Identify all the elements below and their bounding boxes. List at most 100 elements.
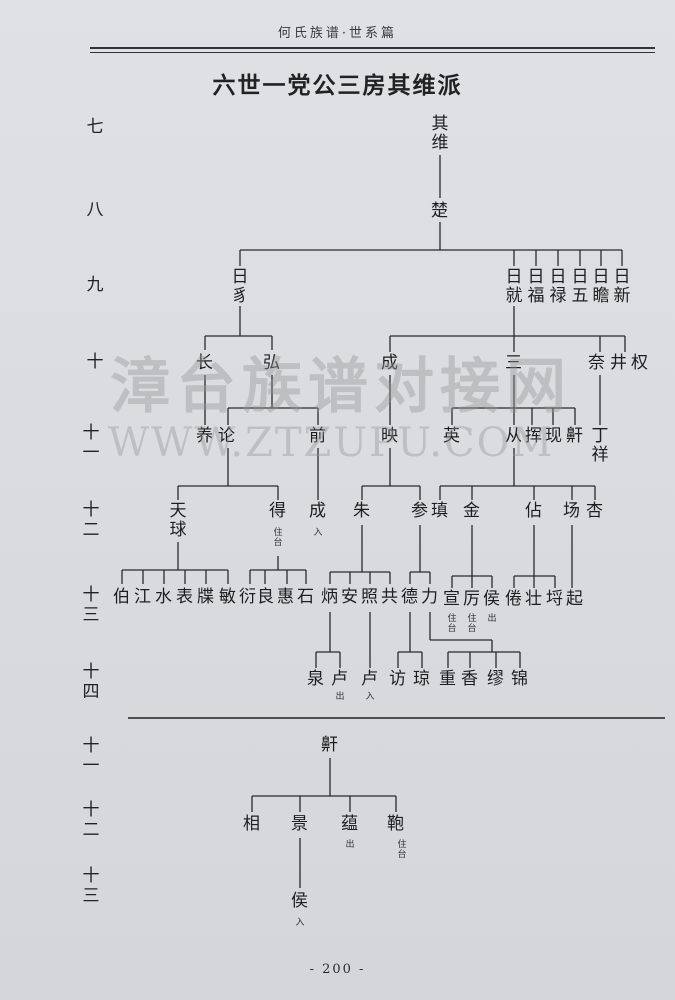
person-g13: 水 [155, 587, 172, 607]
person-rijiu: 日就 [505, 267, 523, 306]
person-xian: 现 [545, 426, 562, 446]
person-hong: 弘 [263, 353, 280, 373]
person-tian: 瑱 [431, 501, 448, 521]
person-yang: 养 [196, 426, 213, 446]
person-g14: 琼 [413, 669, 430, 689]
person-g13: 德 [401, 587, 418, 607]
person-g13: 敏 [219, 587, 236, 607]
note-moved-out: 出 [335, 692, 345, 702]
generation-label: 十 [86, 352, 104, 372]
person-g14: 缪 [487, 669, 504, 689]
generation-label: 九 [86, 275, 104, 295]
person-g14: 卢 [361, 669, 378, 689]
person-zhu: 朱 [353, 501, 370, 521]
person-rizhi: 日豸 [231, 267, 249, 306]
header-rule-thin [90, 52, 655, 53]
note-residence: 住台 [273, 528, 283, 548]
person-g13: 侯 [483, 589, 500, 609]
person-hou2: 侯 [291, 891, 308, 911]
note-residence: 住台 [447, 614, 457, 634]
person-cong: 从 [505, 426, 522, 446]
page-title: 六世一党公三房其维派 [212, 73, 463, 99]
person-g13: 伯 [113, 587, 130, 607]
person-rizhan: 日瞻 [592, 267, 610, 306]
note-adopted-in: 入 [313, 528, 323, 538]
generation-label: 七 [86, 117, 104, 137]
person-nai: 奈 [588, 353, 605, 373]
person-rixin: 日新 [613, 267, 631, 306]
person-g13: 壮 [525, 589, 542, 609]
person-g14: 访 [389, 669, 406, 689]
person-jing: 井 [610, 353, 627, 373]
person-qiwei: 其维 [431, 114, 449, 153]
person-g13: 惠 [277, 587, 294, 607]
person-xing: 杏 [586, 501, 603, 521]
person-ying2: 英 [443, 426, 460, 446]
person-dingxiang: 丁祥 [591, 426, 609, 465]
generation-label: 十三 [82, 585, 100, 625]
person-tianqiu: 天球 [169, 501, 187, 540]
note-moved-out: 出 [345, 840, 355, 850]
person-han-root: 鼾 [321, 735, 338, 755]
watermark-text: 漳台族谱对接网 [110, 352, 572, 422]
person-g13: 起 [566, 589, 583, 609]
person-lun: 论 [218, 426, 235, 446]
person-quan: 权 [631, 353, 648, 373]
person-g13: 厉 [463, 589, 480, 609]
person-han: 鼾 [566, 426, 583, 446]
person-g13: 力 [421, 587, 438, 607]
person-g13: 安 [341, 587, 358, 607]
person-chang: 长 [196, 353, 213, 373]
person-rilu: 日禄 [549, 267, 567, 306]
running-head: 何氏族谱·世系篇 [277, 26, 398, 41]
person-g13: 衍 [239, 587, 256, 607]
note-adopted-in: 入 [365, 692, 375, 702]
page-number: - 200 - [309, 962, 366, 977]
person-chang2: 场 [563, 501, 580, 521]
note-moved-out: 出 [487, 614, 497, 624]
generation-label: 十四 [82, 662, 100, 702]
person-cheng: 成 [381, 353, 398, 373]
person-yun: 蕴 [341, 814, 358, 834]
person-de: 得 [269, 501, 286, 521]
person-jin: 金 [463, 501, 480, 521]
person-rifu: 日福 [527, 267, 545, 306]
person-xiang: 相 [243, 814, 260, 834]
person-g13: 良 [257, 587, 274, 607]
person-g13: 共 [381, 587, 398, 607]
person-chu: 楚 [431, 201, 448, 221]
person-zhan: 佔 [525, 501, 542, 521]
person-riwu: 日五 [571, 267, 589, 306]
person-pao: 鞄 [387, 814, 404, 834]
person-g14: 重 [439, 669, 456, 689]
person-g14: 泉 [307, 669, 324, 689]
person-jing2: 景 [291, 814, 308, 834]
person-san: 三 [505, 353, 522, 373]
person-g13: 照 [361, 587, 378, 607]
person-g13: 江 [134, 587, 151, 607]
note-adopted-in: 入 [295, 918, 305, 928]
generation-label: 十二 [82, 500, 100, 540]
person-g13: 倦 [505, 589, 522, 609]
note-residence: 住台 [397, 840, 407, 860]
person-g13: 宣 [443, 589, 460, 609]
header-rule-thick [90, 47, 655, 49]
person-g14: 卢 [331, 669, 348, 689]
generation-label: 十三 [82, 866, 100, 906]
watermark-url: WWW.ZTZUPU.COM [108, 420, 555, 466]
person-qian: 前 [309, 426, 326, 446]
generation-label: 八 [86, 200, 104, 220]
person-g14: 香 [461, 669, 478, 689]
person-cheng2: 成 [309, 501, 326, 521]
person-g13: 埒 [546, 589, 563, 609]
person-g13: 表 [176, 587, 193, 607]
person-g13: 石 [297, 587, 314, 607]
person-can: 参 [411, 501, 428, 521]
person-g14: 锦 [511, 669, 528, 689]
person-g13: 牒 [197, 587, 214, 607]
generation-label: 十一 [82, 423, 100, 463]
generation-label: 十二 [82, 800, 100, 840]
generation-label: 十一 [82, 736, 100, 776]
